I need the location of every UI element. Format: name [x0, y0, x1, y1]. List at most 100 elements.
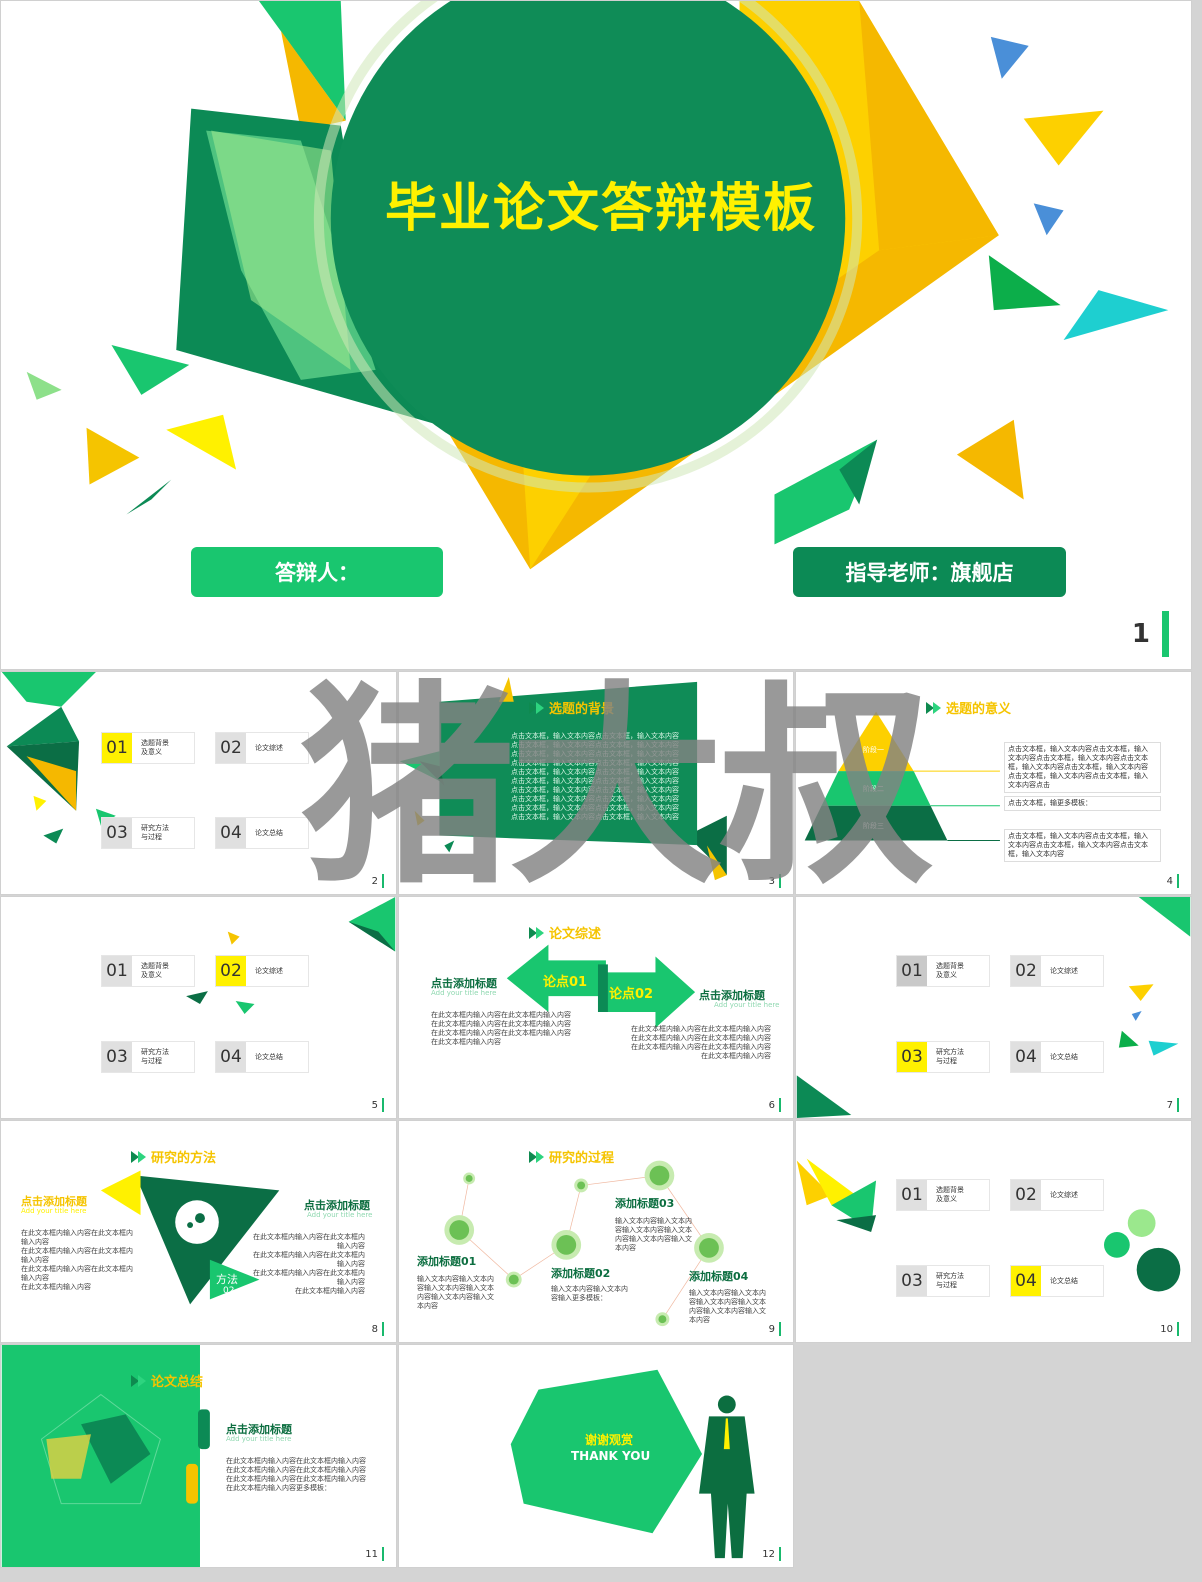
toc-number: 02 [216, 733, 246, 763]
text-box[interactable]: 点击文本框，输入文本内容点击文本框，输入 文本内容点击文本框，输入文本内容点击文… [1004, 742, 1161, 793]
toc-label: 研究方法 与过程 [141, 824, 169, 841]
chevron-icon [529, 1150, 544, 1163]
body-left: 在此文本框内输入内容在此文本框内输入内容 在此文本框内输入内容在此文本框内输入内… [431, 1011, 571, 1046]
toc-item-02[interactable]: 02 论文综述 [215, 732, 309, 764]
body-text: 点击文本框，输入文本内容点击文本框，输入文本内容 点击文本框，输入文本内容点击文… [511, 732, 679, 821]
subheading-right: Add your title here [307, 1211, 373, 1219]
slide-12[interactable]: 谢谢观赏 THANK YOU 12 [398, 1344, 794, 1568]
toc-number: 03 [897, 1266, 927, 1296]
stage-label: 阶段二 [863, 785, 884, 793]
slide-4-decor [804, 711, 1000, 841]
chevron-icon [529, 926, 544, 939]
section-title: 研究的过程 [529, 1147, 614, 1166]
section-title-text: 选题的意义 [946, 702, 1012, 717]
subheading: Add your title here [226, 1435, 292, 1443]
section-title: 选题的背景 [529, 698, 614, 717]
slide-1-decor [26, 1, 1169, 570]
text-box[interactable]: 点击文本框，输更多模板： [1004, 796, 1161, 811]
toc-item-02[interactable]: 02 论文综述 [1010, 1179, 1104, 1211]
slide-6[interactable]: 论文综述 论点01 论点02 点击添加标题 Add your title her… [398, 896, 794, 1119]
step-title: 添加标题03 [615, 1197, 675, 1210]
section-title-text: 选题的背景 [549, 702, 615, 717]
slide-number: 5 [372, 1098, 384, 1112]
slide-number: 3 [769, 874, 781, 888]
subheading-left: Add your title here [431, 989, 497, 997]
slide-9-decor [444, 1160, 724, 1327]
toc-label: 论文总结 [1050, 1276, 1078, 1285]
toc-number: 04 [216, 818, 246, 848]
toc-number: 02 [1011, 1180, 1041, 1210]
slide-number: 12 [762, 1547, 781, 1561]
step-title: 添加标题01 [417, 1255, 477, 1268]
slide-4[interactable]: 选题的意义 阶段一 阶段二 阶段三 点击文本框，输入文本内容点击文本框，输入 文… [795, 671, 1192, 895]
toc-label: 论文总结 [255, 828, 283, 837]
empty-cell [795, 1344, 1192, 1568]
slide-6-decor [506, 944, 696, 1028]
toc-label: 论文综述 [1050, 1190, 1078, 1199]
section-title-text: 论文综述 [549, 927, 602, 942]
toc-label: 研究方法 与过程 [936, 1272, 964, 1289]
body-left: 在此文本框内输入内容在此文本框内 输入内容 在此文本框内输入内容在此文本框内 输… [21, 1229, 133, 1291]
chevron-icon [926, 701, 941, 714]
watermark: 猪大叔 [300, 662, 933, 913]
slide-number-text: 9 [768, 1323, 775, 1335]
method-number: 02 [223, 1286, 235, 1296]
toc-number: 02 [216, 956, 246, 986]
text-box[interactable]: 点击文本框，输入文本内容点击文本框，输入 文本内容点击文本框，输入文本内容点击文… [1004, 829, 1161, 862]
heading-right: 点击添加标题 [304, 1199, 370, 1212]
toc-number: 03 [102, 1042, 132, 1072]
slide-number-text: 6 [768, 1099, 775, 1111]
toc-item-02[interactable]: 02 论文综述 [215, 955, 309, 987]
presenter-label: 答辩人： [191, 547, 443, 597]
toc-label: 论文总结 [1050, 1052, 1078, 1061]
toc-number: 01 [897, 956, 927, 986]
toc-item-04[interactable]: 04 论文总结 [1010, 1041, 1104, 1073]
slide-8[interactable]: 研究的方法 方法 02 点击添加标题 Add your title here 在… [0, 1120, 397, 1343]
section-title-text: 研究的过程 [549, 1151, 615, 1166]
toc-number: 01 [897, 1180, 927, 1210]
toc-number: 03 [897, 1042, 927, 1072]
slide-9[interactable]: 研究的过程 添加标题01 输入文本内容输入文本内 容输入文本内容输入文本 内容输… [398, 1120, 794, 1343]
slide-number: 10 [1160, 1322, 1179, 1336]
chevron-icon [529, 701, 544, 714]
step-title: 添加标题04 [689, 1270, 749, 1283]
slide-12-decor [510, 1369, 755, 1559]
toc-label: 选题背景 及意义 [936, 1186, 964, 1203]
point-label: 论点01 [543, 975, 588, 990]
thanks-en: THANK YOU [571, 1449, 651, 1463]
toc-item-01[interactable]: 01 选题背景 及意义 [896, 1179, 990, 1211]
step-body: 输入文本内容输入文本内 容输入文本内容输入文本 内容输入文本内容输入文 本内容 [689, 1289, 766, 1324]
section-title-text: 论文总结 [151, 1375, 204, 1390]
slide-3-decor [399, 676, 727, 881]
toc-label: 论文综述 [255, 743, 283, 752]
slide-8-decor [100, 1170, 280, 1305]
toc-number: 01 [102, 956, 132, 986]
slide-1[interactable]: 毕业论文答辩模板 答辩人： 指导老师：旗舰店 1 [0, 0, 1192, 670]
toc-item-03[interactable]: 03 研究方法 与过程 [896, 1265, 990, 1297]
toc-label: 论文综述 [255, 966, 283, 975]
slide-11[interactable]: 论文总结 点击添加标题 Add your title here 在此文本框内输入… [0, 1344, 397, 1568]
subheading-left: Add your title here [21, 1207, 87, 1215]
toc-number: 04 [1011, 1042, 1041, 1072]
toc-item-04[interactable]: 04 论文总结 [215, 817, 309, 849]
body-right: 在此文本框内输入内容在此文本框内 输入内容 在此文本框内输入内容在此文本框内 输… [253, 1233, 365, 1295]
slide-number-text: 1 [1131, 619, 1150, 649]
slide-number-text: 4 [1166, 875, 1173, 887]
slide-number: 9 [769, 1322, 781, 1336]
slide-3[interactable]: 选题的背景 点击文本框，输入文本内容点击文本框，输入文本内容 点击文本框，输入文… [398, 671, 794, 895]
section-title: 研究的方法 [131, 1147, 216, 1166]
